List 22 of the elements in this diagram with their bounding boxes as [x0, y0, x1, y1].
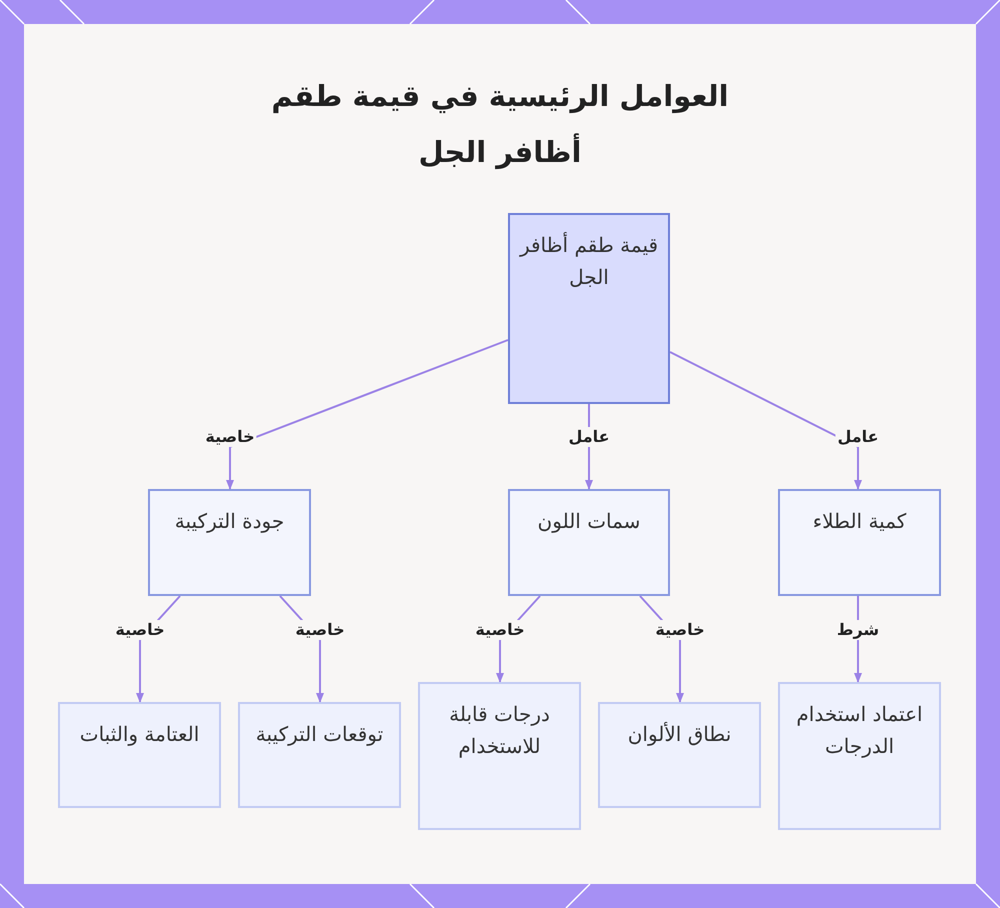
node-label: اعتماد استخدام الدرجات [795, 701, 924, 760]
node-label: درجات قابلة للاستخدام [448, 701, 551, 760]
process-box [148, 489, 311, 596]
node-label: العتامة والثبات [78, 721, 200, 748]
process-box [238, 702, 401, 808]
process-box [598, 702, 761, 808]
node-label: قيمة طقم أظافر الجل [518, 231, 660, 291]
node-label: نطاق الألوان [626, 720, 732, 748]
node-label: سمات اللون [536, 508, 642, 535]
process-box [778, 489, 941, 596]
process-box [778, 682, 941, 830]
edge-label: خاصية [203, 427, 257, 447]
root-box [508, 213, 670, 404]
node-label: كمية الطلاء [812, 508, 908, 535]
diagram-title: العوامل الرئيسية في قيمة طقم أظافر الجل [270, 78, 730, 172]
arrow [670, 351, 862, 490]
process-box [418, 682, 581, 830]
node-label: توقعات التركيبة [254, 721, 384, 748]
process-box [58, 702, 221, 808]
arrow [226, 339, 508, 490]
process-box [508, 489, 670, 596]
node-label: جودة التركيبة [174, 508, 286, 535]
